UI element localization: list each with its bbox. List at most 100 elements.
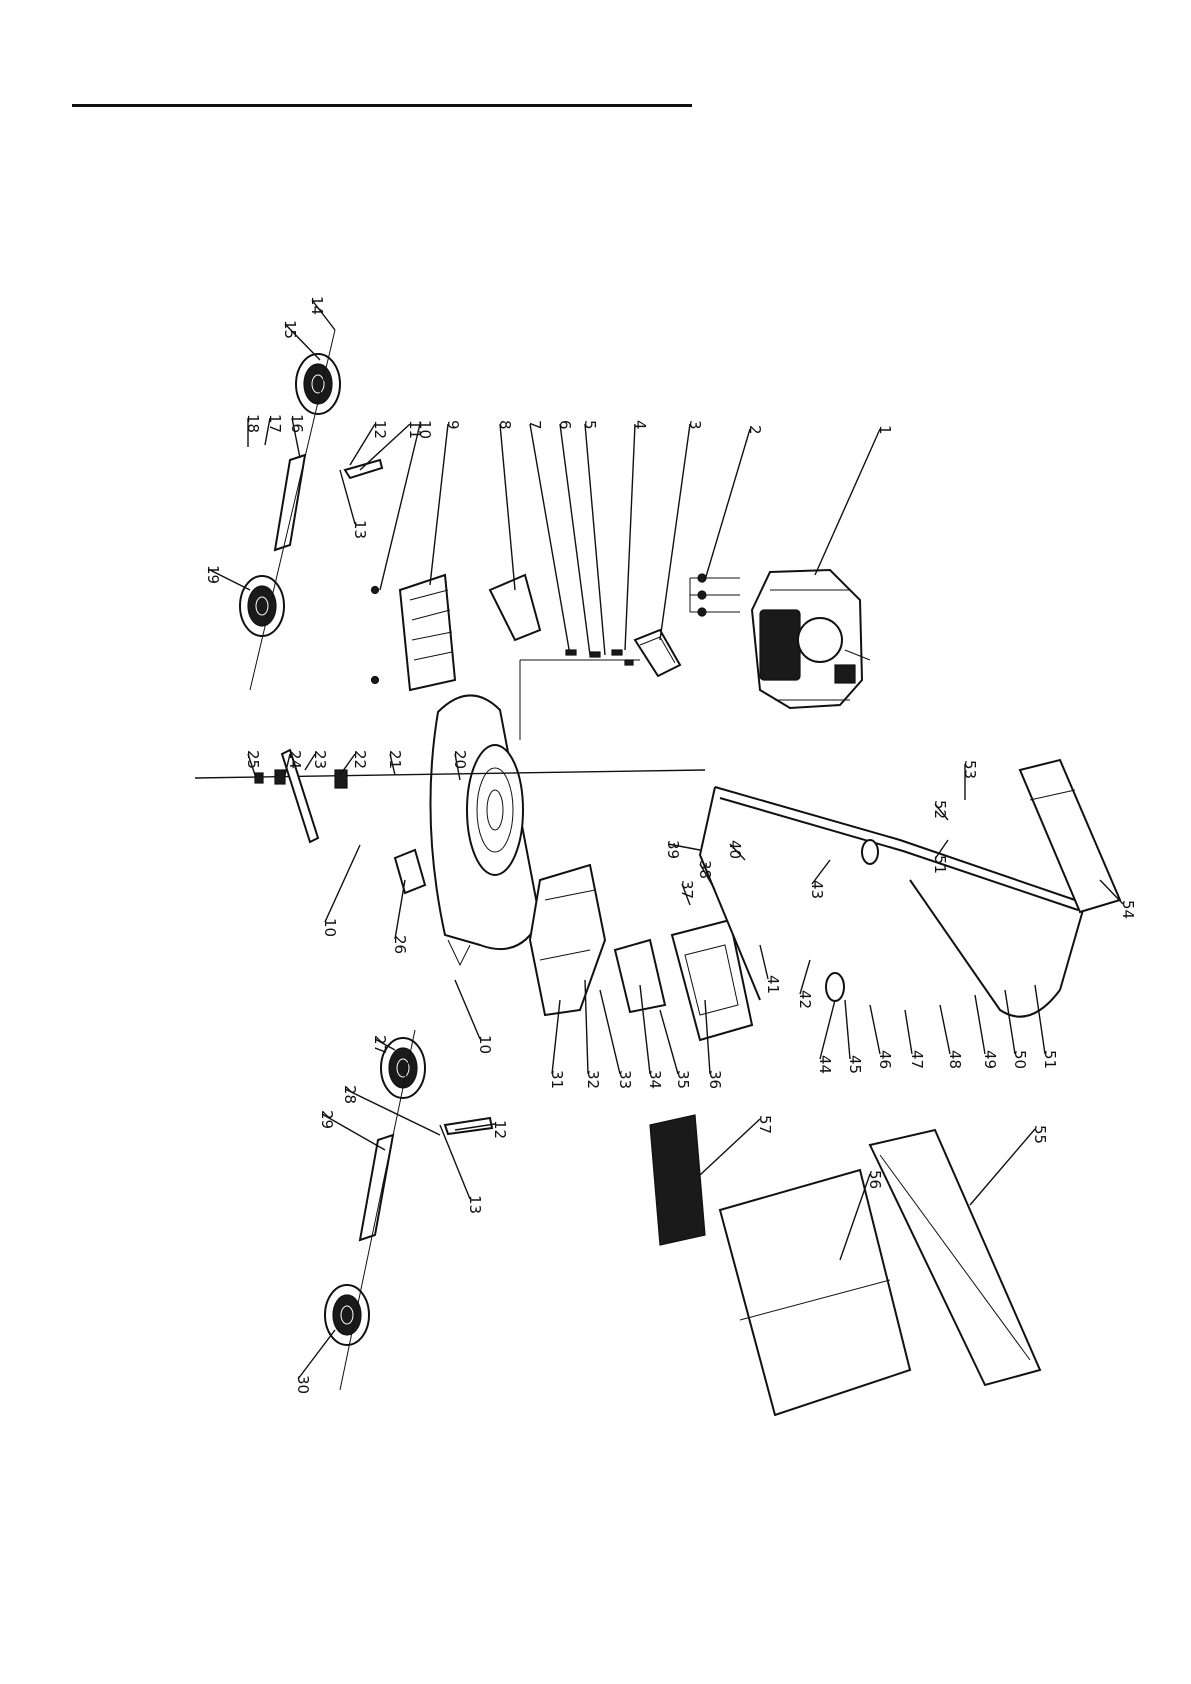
wheel-rear-top	[296, 354, 340, 414]
leader-line	[500, 424, 515, 590]
leader-line	[800, 960, 810, 994]
part-number-label: 14	[308, 296, 326, 315]
bracket-plate	[635, 630, 680, 676]
part-number-label: 47	[908, 1050, 926, 1069]
part-number-label: 21	[386, 750, 404, 769]
part-number-label: 18	[244, 414, 262, 433]
part-number-label: 25	[244, 750, 262, 769]
part-number-label: 55	[1031, 1125, 1049, 1144]
part-number-label: 31	[548, 1070, 566, 1089]
part-number-label: 11	[406, 420, 424, 439]
part-number-label: 36	[706, 1070, 724, 1089]
catcher-bag	[720, 1170, 910, 1415]
part-number-label: 3	[686, 420, 704, 430]
part-number-label: 20	[451, 750, 469, 769]
mulch-part	[395, 850, 425, 893]
leader-line	[430, 424, 448, 585]
rear-flap	[400, 575, 455, 690]
mower-deck	[430, 695, 540, 965]
leader-line	[940, 1005, 950, 1054]
leader-line	[585, 424, 605, 655]
cable-fittings	[520, 650, 640, 740]
part-number-label: 40	[726, 840, 744, 859]
leader-line	[700, 1119, 760, 1175]
leader-line	[325, 845, 360, 922]
leader-line	[815, 429, 880, 575]
part-number-label: 35	[674, 1070, 692, 1089]
part-number-label: 17	[266, 414, 284, 433]
part-number-label: 12	[491, 1120, 509, 1139]
part-number-label: 2	[746, 425, 764, 435]
leader-line	[600, 990, 620, 1074]
part-number-label: 24	[286, 750, 304, 769]
catcher-flap	[650, 1115, 705, 1245]
bail-lever	[1020, 760, 1120, 912]
leader-line	[395, 880, 405, 939]
part-number-label: 27	[371, 1035, 389, 1054]
leader-line	[660, 1010, 678, 1074]
wheel-front-top	[240, 576, 284, 636]
part-number-label: 1	[876, 425, 894, 435]
leader-line	[975, 995, 985, 1054]
part-number-label: 33	[616, 1070, 634, 1089]
screws-flap	[372, 587, 379, 684]
part-number-label: 28	[341, 1085, 359, 1104]
part-number-label: 37	[678, 880, 696, 899]
wheel-front-bottom	[325, 1285, 369, 1345]
part-number-label: 39	[664, 840, 682, 859]
handle-bar	[700, 787, 1083, 1017]
handle-knobs	[826, 840, 878, 1001]
leader-line	[660, 424, 690, 640]
engine-bolts	[690, 574, 740, 616]
part-number-label: 26	[391, 935, 409, 954]
part-number-label: 43	[808, 880, 826, 899]
part-number-label: 8	[496, 420, 514, 430]
leader-line	[440, 1125, 470, 1199]
part-number-label: 13	[351, 520, 369, 539]
part-number-label: 29	[318, 1110, 336, 1129]
part-number-label: 34	[646, 1070, 664, 1089]
part-number-label: 19	[204, 565, 222, 584]
part-number-label: 49	[981, 1050, 999, 1069]
part-number-label: 10	[476, 1035, 494, 1054]
part-number-label: 12	[371, 420, 389, 439]
leader-line	[625, 424, 635, 650]
front-bracket	[530, 865, 665, 1015]
part-number-label: 41	[764, 975, 782, 994]
leader-line	[298, 1330, 335, 1379]
part-number-label: 9	[444, 420, 462, 430]
leader-line	[845, 1000, 850, 1059]
leader-line	[760, 945, 768, 979]
part-number-label: 44	[816, 1055, 834, 1074]
leader-line	[820, 1000, 835, 1059]
leader-line	[905, 1010, 912, 1054]
part-number-label: 16	[288, 414, 306, 433]
part-number-label: 15	[281, 320, 299, 339]
part-number-label: 7	[526, 420, 544, 430]
part-number-label: 56	[866, 1170, 884, 1189]
part-number-label: 23	[311, 750, 329, 769]
leader-line	[455, 980, 480, 1039]
part-number-label: 30	[294, 1375, 312, 1394]
part-number-label: 45	[846, 1055, 864, 1074]
leader-line	[870, 1005, 880, 1054]
axles	[250, 330, 415, 1390]
part-number-label: 52	[931, 800, 949, 819]
part-number-label: 54	[1119, 900, 1137, 919]
leader-line	[970, 1129, 1035, 1205]
part-number-label: 13	[466, 1195, 484, 1214]
part-number-label: 42	[796, 990, 814, 1009]
engine-part	[752, 570, 870, 708]
part-number-label: 5	[581, 420, 599, 430]
part-number-label: 48	[946, 1050, 964, 1069]
part-number-label: 10	[321, 918, 339, 937]
leader-line	[705, 429, 750, 580]
part-number-label: 51	[1041, 1050, 1059, 1069]
part-number-label: 4	[631, 420, 649, 430]
part-number-label: 38	[696, 860, 714, 879]
part-number-label: 46	[876, 1050, 894, 1069]
part-number-label: 32	[584, 1070, 602, 1089]
part-number-label: 6	[556, 420, 574, 430]
part-number-label: 57	[756, 1115, 774, 1134]
